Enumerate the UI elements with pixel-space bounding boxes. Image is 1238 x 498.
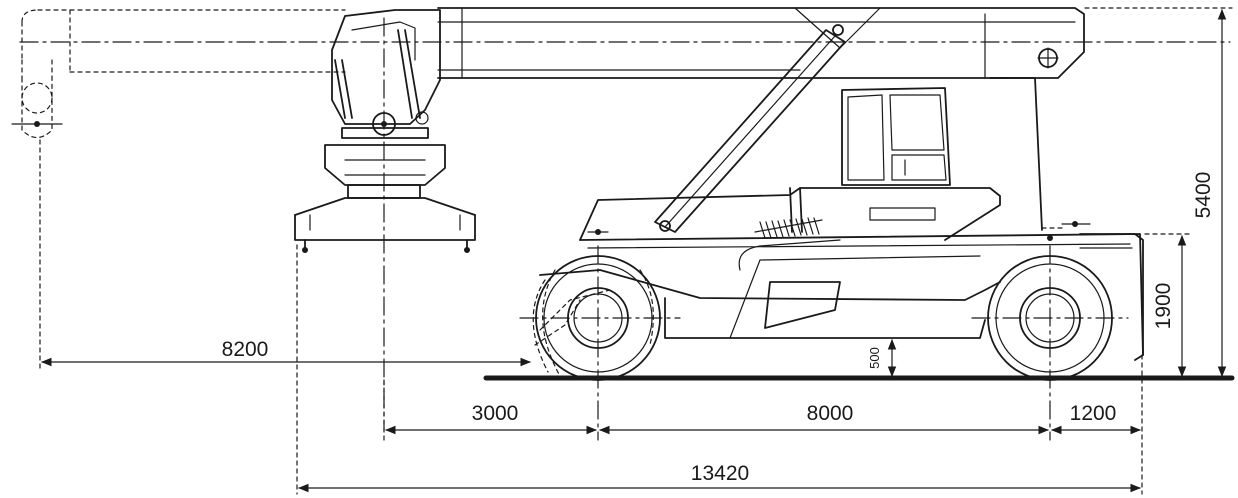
dimension-lines <box>40 8 1227 493</box>
dim-label-5400: 5400 <box>1192 172 1215 219</box>
dim-label-8000: 8000 <box>807 402 854 425</box>
dim-label-500: 500 <box>867 347 882 369</box>
front-wheel <box>519 245 681 441</box>
dimension-labels: 8200 3000 8000 1200 13420 500 1900 5400 <box>222 172 1215 485</box>
dim-label-1200: 1200 <box>1070 402 1117 425</box>
dim-label-8200: 8200 <box>222 338 269 361</box>
dim-label-3000: 3000 <box>472 402 519 425</box>
dim-label-13420: 13420 <box>691 462 749 485</box>
lift-cylinder <box>654 7 881 233</box>
dim-label-1900: 1900 <box>1152 283 1175 330</box>
cab <box>789 87 951 233</box>
rear-wheel <box>971 245 1129 441</box>
extension-lines <box>39 7 1233 495</box>
spreader-head <box>294 9 476 431</box>
boom <box>11 7 1231 139</box>
chassis <box>539 77 1144 361</box>
